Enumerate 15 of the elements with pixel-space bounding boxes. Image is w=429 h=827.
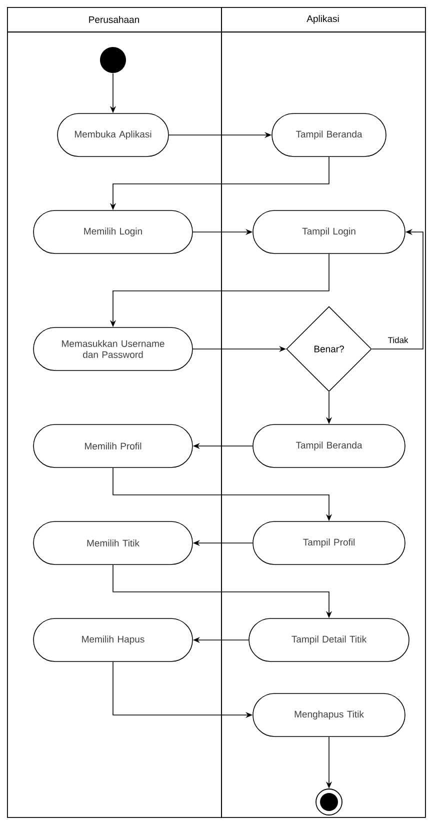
activity-box: Memilih Profil (33, 424, 193, 468)
activity-box: Memilih Hapus (33, 618, 193, 662)
activity-box: Memilih Login (33, 210, 193, 254)
activity-box: Tampil Login (252, 210, 406, 254)
activity-box: Tampil Detail Titik (248, 618, 410, 662)
start-node (100, 47, 126, 73)
activity-box: Membuka Aplikasi (57, 113, 169, 157)
activity-box: Tampil Beranda (272, 113, 386, 157)
edge-label: Tidak (386, 336, 410, 344)
activity-box: Tampil Beranda (252, 424, 406, 468)
activity-box: Memilih Titik (33, 521, 193, 565)
activity-box: Tampil Profil (252, 521, 406, 565)
activity-box: Menghapus Titik (252, 693, 406, 737)
activity-box: Memasukkan Username dan Password (33, 327, 193, 371)
end-node (316, 788, 342, 816)
